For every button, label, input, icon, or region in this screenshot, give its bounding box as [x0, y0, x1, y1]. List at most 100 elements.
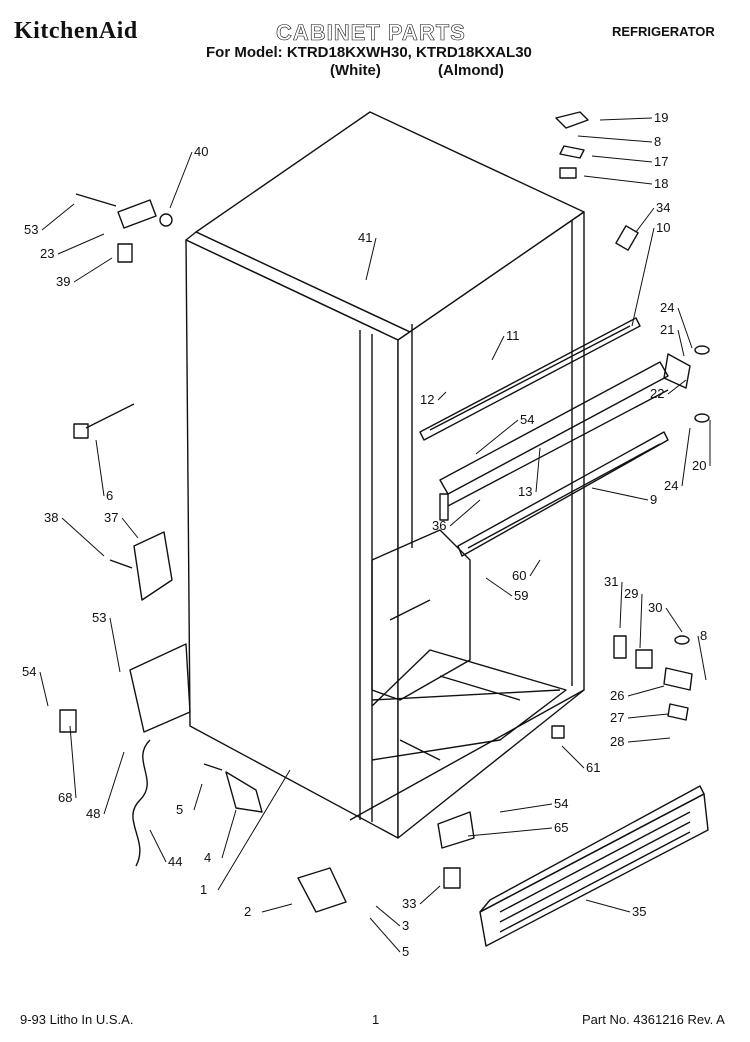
part-callout-4: 4 [204, 850, 211, 865]
callout-leader-41 [365, 237, 377, 281]
part-callout-8: 8 [700, 628, 707, 643]
callout-leader-29 [639, 593, 643, 649]
hinge-assembly-top-right [555, 111, 639, 251]
part-callout-24: 24 [660, 300, 674, 315]
part-callout-3: 3 [402, 918, 409, 933]
cable-tie [73, 403, 135, 439]
part-callout-21: 21 [660, 322, 674, 337]
hinge-assembly-center-right [663, 345, 710, 423]
callout-leader-53 [41, 203, 75, 231]
callout-leader-34 [635, 207, 655, 233]
callout-leader-8 [577, 135, 653, 143]
part-callout-24: 24 [664, 478, 678, 493]
part-callout-22: 22 [650, 386, 664, 401]
part-callout-11: 11 [506, 328, 520, 343]
callout-leader-39 [73, 257, 113, 283]
callout-leader-54 [499, 803, 553, 813]
part-callout-39: 39 [56, 274, 70, 289]
page-number: 1 [372, 1012, 380, 1027]
part-callout-9: 9 [650, 492, 657, 507]
callout-leader-21 [677, 329, 685, 357]
front-grille [479, 785, 709, 947]
callout-leader-5 [193, 783, 203, 811]
part-callout-35: 35 [632, 904, 646, 919]
part-callout-13: 13 [518, 484, 532, 499]
callout-leader-27 [627, 713, 669, 719]
part-callout-30: 30 [648, 600, 662, 615]
top-rail [419, 317, 641, 441]
part-callout-31: 31 [604, 574, 618, 589]
bottom-brackets [437, 811, 475, 889]
callout-leader-10 [631, 227, 655, 327]
callout-leader-3 [375, 905, 401, 927]
brand-logo: KitchenAid [14, 18, 138, 44]
callout-leader-35 [585, 899, 631, 913]
part-callout-28: 28 [610, 734, 624, 749]
part-callout-54: 54 [520, 412, 534, 427]
part-callout-54: 54 [22, 664, 36, 679]
callout-leader-18 [583, 175, 653, 185]
part-callout-17: 17 [654, 154, 668, 169]
callout-leader-38 [61, 517, 105, 557]
callout-leader-68 [69, 725, 77, 799]
callout-leader-59 [485, 577, 513, 597]
callout-leader-26 [627, 685, 665, 697]
callout-leader-53 [109, 617, 121, 673]
part-callout-36: 36 [432, 518, 446, 533]
part-callout-8: 8 [654, 134, 661, 149]
part-callout-19: 19 [654, 110, 668, 125]
cabinet-body [185, 111, 585, 839]
callout-leader-19 [599, 117, 653, 121]
appliance-category: REFRIGERATOR [612, 24, 715, 39]
callout-leader-2 [261, 903, 293, 913]
hinge-assembly-bottom-right [551, 635, 693, 739]
part-callout-27: 27 [610, 710, 624, 725]
callout-leader-40 [169, 151, 193, 209]
callout-leader-12 [437, 391, 447, 401]
part-callout-54: 54 [554, 796, 568, 811]
part-callout-2: 2 [244, 904, 251, 919]
callout-leader-11 [491, 335, 505, 361]
part-callout-41: 41 [358, 230, 372, 245]
lower-rail [457, 431, 669, 557]
part-callout-65: 65 [554, 820, 568, 835]
callout-leader-1 [217, 769, 291, 891]
part-callout-6: 6 [106, 488, 113, 503]
leveling-legs [203, 763, 347, 913]
part-callout-60: 60 [512, 568, 526, 583]
part-callout-44: 44 [168, 854, 182, 869]
part-callout-59: 59 [514, 588, 528, 603]
callout-leader-28 [627, 737, 671, 743]
part-callout-53: 53 [24, 222, 38, 237]
part-callout-40: 40 [194, 144, 208, 159]
part-callout-20: 20 [692, 458, 706, 473]
callout-leader-4 [221, 809, 237, 859]
variant-white: (White) [330, 62, 381, 79]
callout-leader-48 [103, 751, 125, 815]
callout-leader-54 [39, 671, 49, 707]
callout-leader-33 [419, 885, 441, 905]
part-callout-53: 53 [92, 610, 106, 625]
callout-leader-44 [149, 829, 167, 863]
part-callout-1: 1 [200, 882, 207, 897]
part-callout-5: 5 [402, 944, 409, 959]
callout-leader-23 [57, 233, 105, 255]
page-title: CABINET PARTS [276, 20, 466, 46]
part-callout-38: 38 [44, 510, 58, 525]
callout-leader-24 [681, 427, 691, 487]
callout-leader-36 [449, 499, 481, 527]
part-callout-18: 18 [654, 176, 668, 191]
callout-leader-13 [535, 447, 541, 493]
litho-note: 9-93 Litho In U.S.A. [20, 1012, 134, 1027]
model-line: For Model: KTRD18KXWH30, KTRD18KXAL30 [206, 44, 532, 61]
part-callout-26: 26 [610, 688, 624, 703]
part-callout-29: 29 [624, 586, 638, 601]
variant-almond: (Almond) [438, 62, 504, 79]
part-callout-12: 12 [420, 392, 434, 407]
part-callout-5: 5 [176, 802, 183, 817]
callout-leader-9 [591, 487, 649, 501]
callout-leader-22 [667, 379, 687, 395]
callout-leader-37 [121, 517, 139, 539]
part-callout-23: 23 [40, 246, 54, 261]
electrical-box [59, 643, 191, 867]
